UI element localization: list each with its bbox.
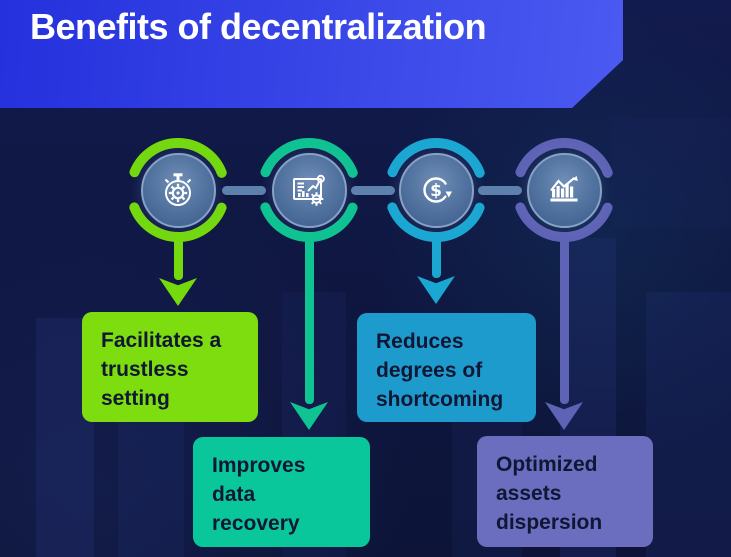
title-banner: Benefits of decentralization <box>0 0 623 108</box>
stopwatch-gear-icon <box>164 173 192 206</box>
connector-dash-3 <box>478 185 522 195</box>
benefit-box-shortcoming: Reduces degrees of shortcoming <box>357 313 536 422</box>
skyline-building <box>646 292 731 557</box>
skyline-building <box>612 118 731 228</box>
growth-bar-chart-icon <box>550 175 578 202</box>
icon-disc <box>140 152 216 228</box>
arrow-head <box>159 278 197 306</box>
arrow-stem <box>173 232 183 280</box>
arrow-stem <box>559 232 569 404</box>
connector-dash-2 <box>350 185 395 195</box>
benefit-box-data-recovery: Improves data recovery <box>193 437 370 547</box>
arrow-stem <box>431 232 441 278</box>
arrow-head <box>417 276 455 304</box>
dollar-refresh-icon: $ <box>423 177 452 203</box>
page-title: Benefits of decentralization <box>30 6 487 47</box>
chart-board-gear-icon <box>293 174 325 206</box>
arrow-stem <box>304 232 314 404</box>
benefit-box-trustless: Facilitates a trustless setting <box>82 312 258 422</box>
svg-text:$: $ <box>430 181 442 201</box>
benefit-box-dispersion: Optimized assets dispersion <box>477 436 653 547</box>
connector-dash-1 <box>221 185 266 195</box>
icon-disc <box>398 152 474 228</box>
